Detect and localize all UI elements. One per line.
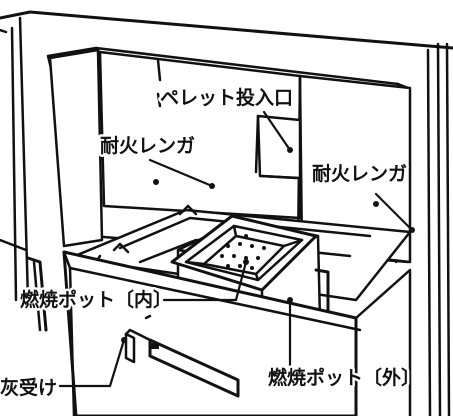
firebrick-back <box>98 50 302 220</box>
pellet-inlet <box>254 114 302 180</box>
label-burn-pot-outer: 燃焼ポット〔外〕 <box>268 366 420 389</box>
ash-pan-handle <box>124 314 240 398</box>
leader-burn-pot-inner <box>162 260 248 302</box>
label-firebrick-left: 耐火レンガ <box>100 135 195 157</box>
grate-holes <box>220 234 266 270</box>
firebrick-left <box>48 48 104 248</box>
leader-lines <box>58 110 414 388</box>
ash-pan <box>26 250 412 416</box>
label-ash-pan: 灰受け <box>0 376 57 399</box>
leader-pellet-inlet <box>262 110 292 152</box>
label-burn-pot-inner: 燃焼ポット〔内〕 <box>20 288 172 311</box>
leader-endpoints <box>121 147 415 343</box>
leader-firebrick-left <box>148 158 214 188</box>
burn-pot-inner <box>170 214 318 292</box>
label-pellet-inlet: ペレット投入口 <box>160 86 293 109</box>
leader-firebrick-right <box>374 192 414 232</box>
leader-ash-pan <box>58 338 126 388</box>
label-firebrick-right: 耐火レンガ <box>312 163 407 185</box>
